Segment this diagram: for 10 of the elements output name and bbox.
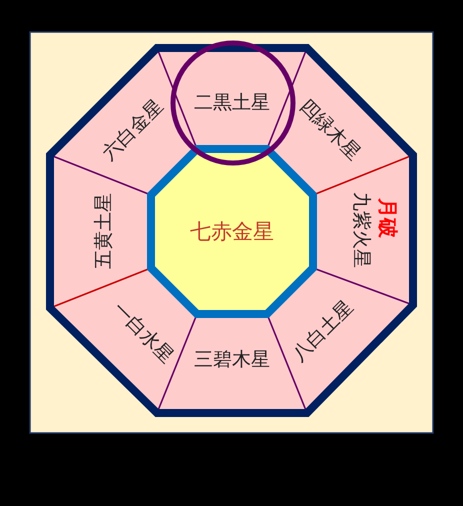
star-label: 一白水星 [109, 299, 177, 367]
star-label: 五黄土星 [94, 193, 114, 269]
star-label: 二黒土星 [194, 94, 270, 112]
month-break-label: 月破 [378, 198, 398, 238]
star-label: 八白土星 [289, 297, 357, 365]
star-label: 七赤金星 [190, 222, 274, 242]
star-label: 六白金星 [99, 96, 167, 164]
star-label: 四緑木星 [296, 96, 364, 164]
star-label: 三碧木星 [194, 350, 270, 370]
star-label: 九紫火星 [352, 192, 370, 268]
